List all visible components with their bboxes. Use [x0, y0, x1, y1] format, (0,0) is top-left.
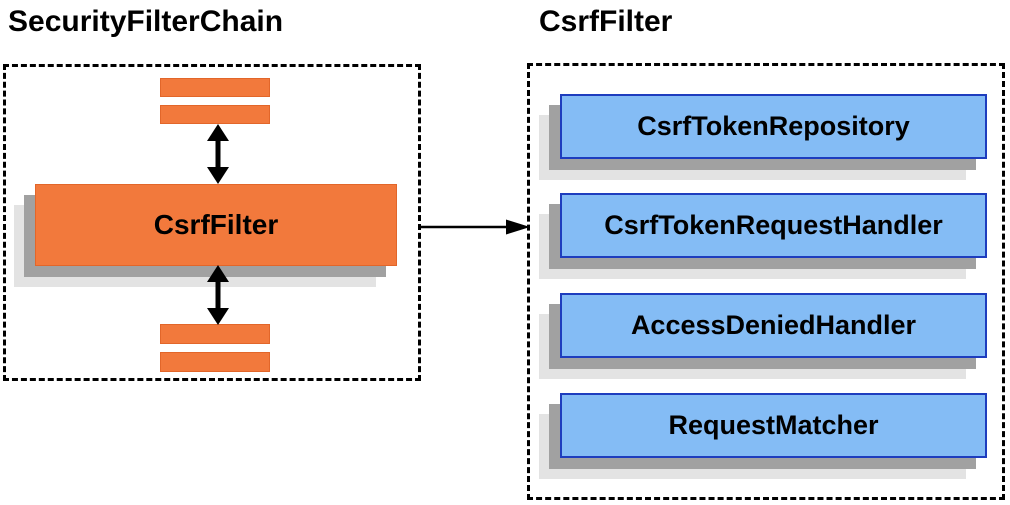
- component-node: AccessDeniedHandler: [539, 293, 987, 379]
- security-filter-chain-container: CsrfFilter: [3, 64, 421, 381]
- horizontal-arrow-icon: [420, 216, 530, 238]
- csrf-filter-title: CsrfFilter: [539, 5, 673, 38]
- component-node: RequestMatcher: [539, 393, 987, 479]
- filter-bar: [160, 105, 270, 124]
- request-matcher-box: RequestMatcher: [560, 393, 987, 458]
- csrf-filter-container: CsrfTokenRepository CsrfTokenRequestHand…: [527, 63, 1005, 500]
- csrf-filter-node: CsrfFilter: [14, 184, 397, 287]
- csrf-filter-box: CsrfFilter: [35, 184, 397, 266]
- access-denied-handler-box: AccessDeniedHandler: [560, 293, 987, 358]
- component-node: CsrfTokenRequestHandler: [539, 193, 987, 279]
- filter-bar: [160, 324, 270, 344]
- csrf-token-request-handler-box: CsrfTokenRequestHandler: [560, 193, 987, 258]
- vertical-double-arrow-top-icon: [203, 124, 233, 184]
- vertical-double-arrow-bottom-icon: [203, 265, 233, 325]
- component-node: CsrfTokenRepository: [539, 94, 987, 180]
- security-filter-chain-title: SecurityFilterChain: [8, 5, 284, 38]
- csrf-token-repository-box: CsrfTokenRepository: [560, 94, 987, 159]
- filter-bar: [160, 352, 270, 372]
- filter-bar: [160, 78, 270, 97]
